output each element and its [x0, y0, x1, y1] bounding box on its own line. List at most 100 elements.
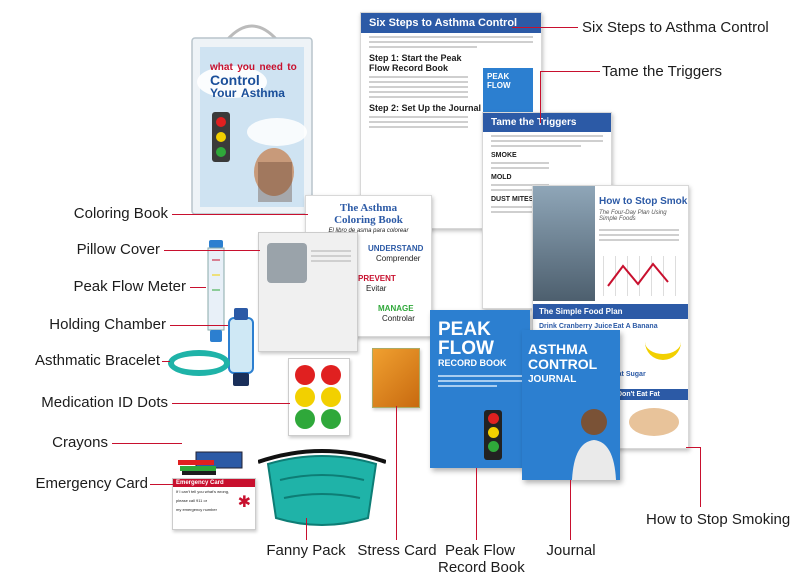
line-tame-triggers — [540, 71, 541, 123]
line-peak-flow-meter — [190, 287, 206, 288]
dot-red-2 — [321, 365, 341, 385]
peak-flow-record-book: PEAK FLOW RECORD BOOK — [430, 310, 530, 468]
label-six-steps: Six Steps to Asthma Control — [582, 19, 769, 36]
line-stress-card — [396, 406, 397, 540]
coloring-prevent-es: Evitar — [366, 284, 387, 293]
coloring-understand-es: Comprender — [376, 254, 421, 263]
bag-word-control: Control — [210, 72, 260, 88]
bag-word-to: to — [287, 62, 297, 73]
coloring-title-l2: Coloring Book — [334, 214, 403, 226]
journal-title-l3: JOURNAL — [528, 374, 577, 385]
line-six-steps — [512, 27, 578, 28]
label-tame-triggers: Tame the Triggers — [602, 63, 723, 80]
smoking-grid — [603, 256, 678, 296]
line-tame-triggers-h — [540, 71, 600, 72]
label-emergency-card: Emergency Card — [35, 475, 148, 492]
label-crayons: Crayons — [52, 434, 108, 451]
six-steps-header: Six Steps to Asthma Control — [361, 13, 541, 33]
emergency-card-title: Emergency Card — [173, 479, 255, 487]
label-peak-flow-book-l2: Record Book — [438, 559, 525, 576]
dot-green-1 — [295, 409, 315, 429]
peak-flow-meter-item — [204, 240, 228, 342]
line-coloring-book — [172, 214, 308, 215]
kit-bag: what you need to Control Your Asthma — [182, 12, 322, 217]
journal-title-l2: CONTROL — [528, 356, 598, 372]
triggers-header: Tame the Triggers — [483, 113, 611, 132]
smoking-title: How to Stop Smoking — [599, 196, 688, 207]
label-holding-chamber: Holding Chamber — [49, 316, 166, 333]
label-peak-flow-meter: Peak Flow Meter — [73, 278, 186, 295]
food-plan-bar: The Simple Food Plan — [533, 304, 688, 319]
smoking-photo — [533, 186, 595, 301]
record-book-title-l1: PEAK — [438, 319, 491, 340]
coloring-manage: MANAGE — [378, 304, 414, 313]
label-fanny-pack: Fanny Pack — [266, 542, 346, 559]
emergency-card-line1: If I can't tell you what's wrong, — [176, 489, 230, 494]
coloring-book-title: The Asthma Coloring Book — [306, 202, 431, 226]
pillow-cover — [258, 232, 358, 352]
label-bracelet: Asthmatic Bracelet — [34, 352, 160, 369]
label-peak-flow-book: Peak Flow Record Book — [438, 542, 525, 576]
stop-smoking-page: How to Stop Smoking The Four-Day Plan Us… — [532, 185, 689, 449]
dot-yellow-2 — [321, 387, 341, 407]
label-pillow-cover: Pillow Cover — [76, 241, 160, 258]
line-emergency-card — [150, 484, 174, 485]
line-peak-flow-book — [476, 468, 477, 540]
label-id-dots: Medication ID Dots — [41, 394, 168, 411]
emergency-card-item: Emergency Card If I can't tell you what'… — [172, 478, 256, 530]
bag-title: what you need to Control Your Asthma — [210, 60, 305, 99]
pillow-photo — [267, 243, 307, 283]
line-pillow-cover — [164, 250, 260, 251]
record-book-title: PEAK FLOW RECORD BOOK — [438, 320, 522, 369]
label-journal: Journal — [546, 542, 596, 559]
emergency-card-line3: my emergency number — [176, 507, 217, 512]
label-stop-smoking: How to Stop Smoking — [646, 511, 791, 528]
traffic-light-icon — [484, 410, 502, 460]
bag-word-your: Your — [210, 86, 237, 100]
dot-green-2 — [321, 409, 341, 429]
bag-word-need: need — [259, 62, 283, 73]
six-steps-step1: Step 1: Start the Peak Flow Record Book — [369, 53, 462, 73]
coloring-manage-es: Controlar — [382, 314, 415, 323]
bracelet-item — [168, 350, 230, 376]
six-steps-side-title: PEAK FLOW — [487, 72, 511, 90]
dot-red-1 — [295, 365, 315, 385]
crayons-item — [178, 450, 244, 476]
line-holding-chamber — [170, 325, 228, 326]
journal-title-l1: ASTHMA — [528, 341, 588, 357]
food-plate-icon — [629, 408, 679, 436]
stress-card-item — [372, 348, 420, 408]
fanny-pack-item — [257, 440, 387, 530]
emergency-card-line2: please call 911 or — [176, 498, 208, 503]
line-crayons — [112, 443, 182, 444]
food-drink-juice: Drink Cranberry Juice — [539, 323, 613, 330]
coloring-understand: UNDERSTAND — [368, 244, 424, 253]
coloring-prevent: PREVENT — [358, 274, 396, 283]
label-stress-card: Stress Card — [357, 542, 437, 559]
coloring-book-subtitle: El libro de asma para colorear — [328, 228, 409, 234]
trigger-smoke: SMOKE — [491, 152, 517, 159]
journal-title: ASTHMA CONTROL JOURNAL — [528, 342, 614, 387]
id-dots-sheet — [288, 358, 350, 436]
line-stop-smoking-h — [686, 447, 701, 448]
label-coloring-book: Coloring Book — [73, 205, 168, 222]
holding-chamber-item — [226, 308, 256, 386]
trigger-dust-mites: DUST MITES — [491, 196, 534, 203]
medical-star-icon: ✱ — [237, 494, 251, 511]
label-peak-flow-book-l1: Peak Flow — [444, 542, 516, 559]
dot-yellow-1 — [295, 387, 315, 407]
trigger-mold: MOLD — [491, 174, 512, 181]
record-book-title-l3: RECORD BOOK — [438, 358, 507, 368]
line-id-dots — [172, 403, 290, 404]
smoking-subtitle: The Four-Day Plan Using Simple Foods — [599, 210, 667, 222]
food-banana: Eat A Banana — [613, 323, 658, 330]
food-sugar: Eat Sugar — [613, 371, 646, 378]
line-journal — [570, 480, 571, 540]
coloring-title-l1: The Asthma — [339, 202, 398, 214]
record-book-title-l2: FLOW — [438, 338, 494, 359]
bag-word-asthma: Asthma — [240, 86, 285, 100]
asthma-control-journal: ASTHMA CONTROL JOURNAL — [522, 330, 620, 480]
line-stop-smoking — [700, 447, 701, 507]
line-fanny-pack — [306, 518, 307, 540]
six-steps-step2: Step 2: Set Up the Journal — [369, 103, 482, 113]
